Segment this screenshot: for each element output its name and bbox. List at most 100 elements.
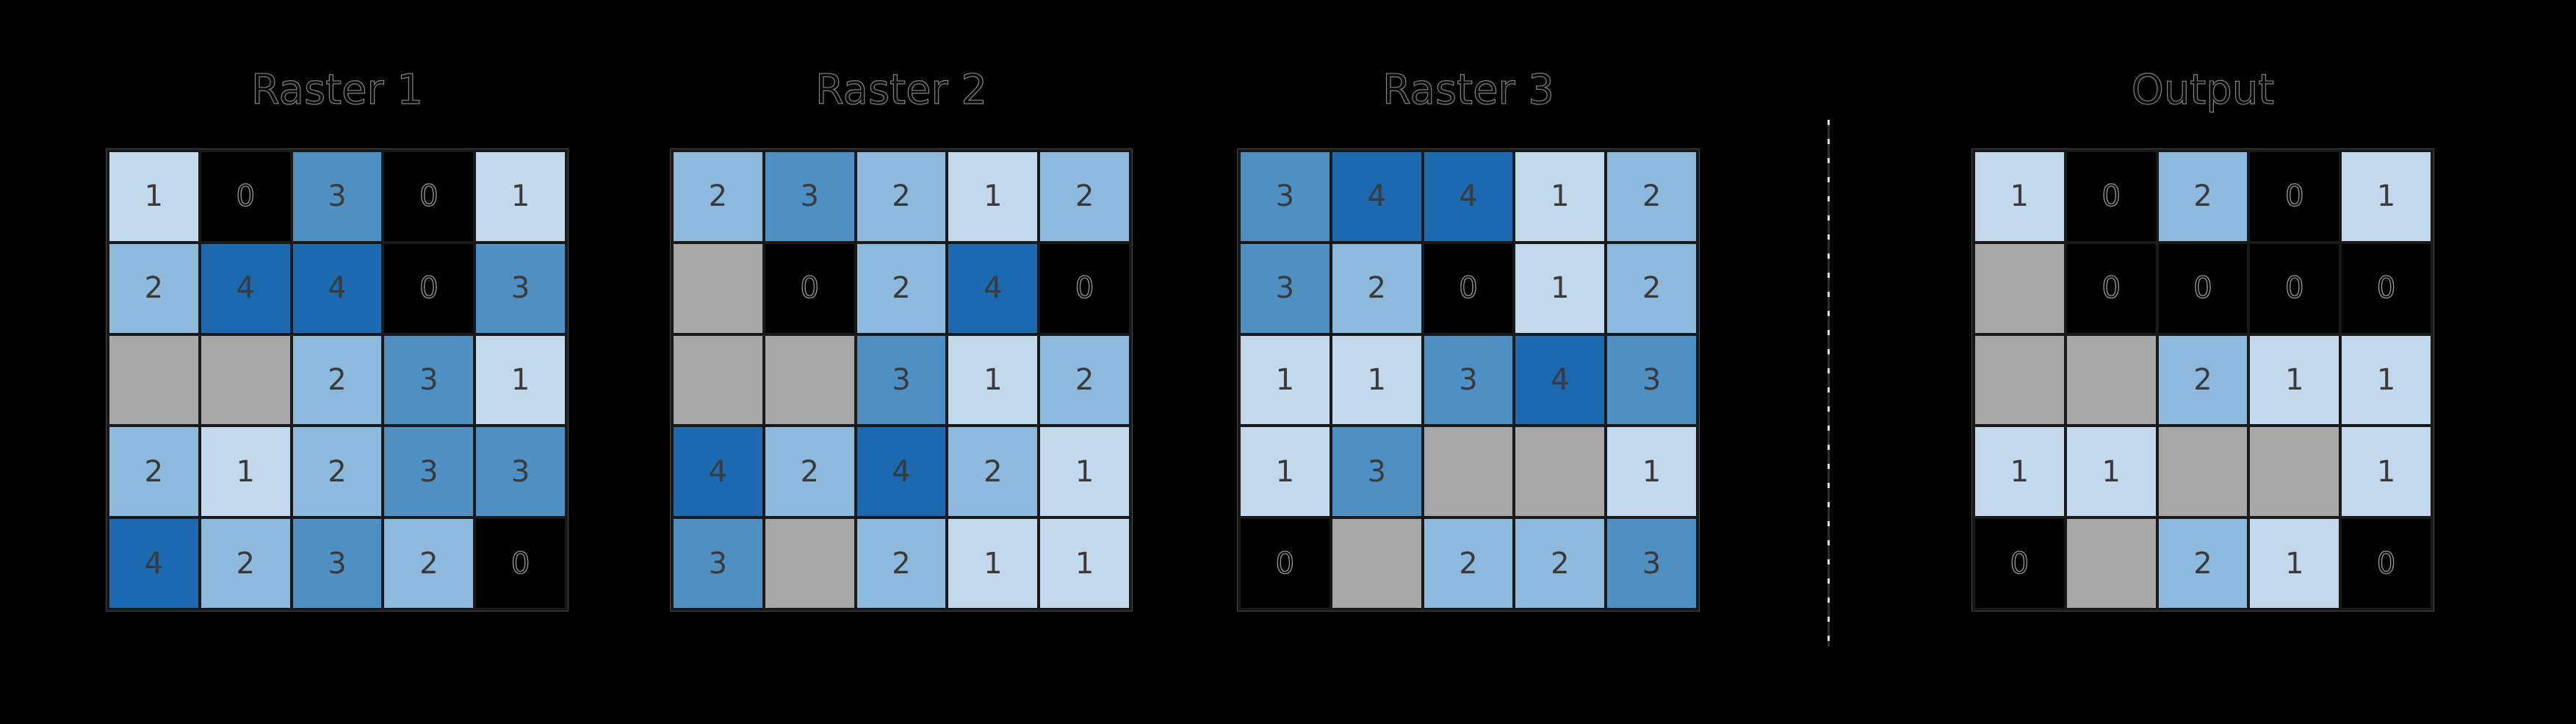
nodata-cell (2158, 427, 2248, 517)
grid-cell: 1 (1515, 243, 1605, 333)
grid-cell: 0 (765, 243, 854, 333)
grid-cell: 2 (765, 427, 854, 517)
grid-cell: 1 (476, 152, 565, 241)
nodata-cell (1332, 519, 1421, 608)
grid-cell: 4 (292, 243, 382, 333)
grid-cell: 3 (292, 519, 382, 608)
grid-cell: 3 (384, 427, 474, 517)
grid-cell: 2 (109, 427, 198, 517)
grid-cell: 2 (856, 519, 946, 608)
nodata-cell (2250, 427, 2339, 517)
grid-cell: 2 (856, 152, 946, 241)
grid-cell: 0 (2250, 243, 2339, 333)
grid-cell: 3 (1241, 152, 1330, 241)
grid-cell: 1 (1975, 152, 2064, 241)
grid-cell: 0 (2066, 243, 2156, 333)
grid-cell: 2 (2158, 152, 2248, 241)
grid-cell: 1 (2250, 519, 2339, 608)
grid-cell: 3 (856, 335, 946, 425)
raster-1-title: Raster 1 (250, 65, 424, 114)
grid-cell: 1 (1975, 427, 2064, 517)
grid-cell: 0 (1241, 519, 1330, 608)
grid-cell: 1 (1040, 427, 1129, 517)
grid-cell: 4 (1515, 335, 1605, 425)
nodata-cell (109, 335, 198, 425)
grid-cell: 2 (948, 427, 1038, 517)
grid-cell: 2 (109, 243, 198, 333)
grid-cell: 2 (856, 243, 946, 333)
grid-cell: 1 (2342, 427, 2431, 517)
grid-cell: 0 (2250, 152, 2339, 241)
grid-cell: 1 (2342, 152, 2431, 241)
grid-cell: 0 (384, 243, 474, 333)
grid-cell: 4 (201, 243, 290, 333)
nodata-cell (674, 335, 762, 425)
grid-cell: 0 (2342, 519, 2431, 608)
grid-cell: 1 (1241, 335, 1330, 425)
grid-cell: 1 (2342, 335, 2431, 425)
grid-cell: 1 (1515, 152, 1605, 241)
grid-cell: 1 (948, 335, 1038, 425)
grid-cell: 2 (1515, 519, 1605, 608)
nodata-cell (674, 243, 762, 333)
grid-cell: 4 (948, 243, 1038, 333)
grid-cell: 0 (1975, 519, 2064, 608)
grid-cell: 0 (2342, 243, 2431, 333)
grid-cell: 3 (1607, 519, 1696, 608)
grid-cell: 4 (856, 427, 946, 517)
grid-cell: 2 (1040, 335, 1129, 425)
grid-cell: 1 (1607, 427, 1696, 517)
nodata-cell (201, 335, 290, 425)
grid-cell: 3 (476, 427, 565, 517)
grid-cell: 0 (1424, 243, 1513, 333)
nodata-cell (1515, 427, 1605, 517)
grid-cell: 2 (201, 519, 290, 608)
grid-cell: 3 (765, 152, 854, 241)
nodata-cell (1975, 335, 2064, 425)
nodata-cell (1424, 427, 1513, 517)
grid-cell: 1 (476, 335, 565, 425)
nodata-cell (765, 335, 854, 425)
grid-cell: 4 (109, 519, 198, 608)
grid-cell: 0 (1040, 243, 1129, 333)
grid-cell: 2 (1607, 243, 1696, 333)
nodata-cell (1975, 243, 2064, 333)
grid-cell: 2 (2158, 335, 2248, 425)
grid-cell: 2 (674, 152, 762, 241)
output-title: Output (2131, 65, 2275, 114)
grid-cell: 0 (384, 152, 474, 241)
grid-cell: 3 (1424, 335, 1513, 425)
grid-cell: 3 (1241, 243, 1330, 333)
raster-2-title: Raster 2 (815, 65, 988, 114)
nodata-cell (2066, 519, 2156, 608)
grid-cell: 0 (201, 152, 290, 241)
grid-cell: 2 (384, 519, 474, 608)
grid-cell: 3 (384, 335, 474, 425)
dashed-separator-line (1828, 120, 1830, 647)
grid-cell: 3 (1332, 427, 1421, 517)
grid-cell: 1 (2250, 335, 2339, 425)
grid-cell: 3 (476, 243, 565, 333)
grid-cell: 1 (1332, 335, 1421, 425)
grid-cell: 1 (109, 152, 198, 241)
grid-cell: 0 (2158, 243, 2248, 333)
grid-cell: 2 (292, 427, 382, 517)
grid-cell: 1 (1040, 519, 1129, 608)
grid-cell: 2 (1607, 152, 1696, 241)
grid-cell: 1 (2066, 427, 2156, 517)
grid-cell: 3 (1607, 335, 1696, 425)
grid-cell: 1 (948, 152, 1038, 241)
grid-cell: 4 (1332, 152, 1421, 241)
nodata-cell (765, 519, 854, 608)
grid-cell: 1 (201, 427, 290, 517)
grid-cell: 1 (1241, 427, 1330, 517)
grid-cell: 1 (948, 519, 1038, 608)
